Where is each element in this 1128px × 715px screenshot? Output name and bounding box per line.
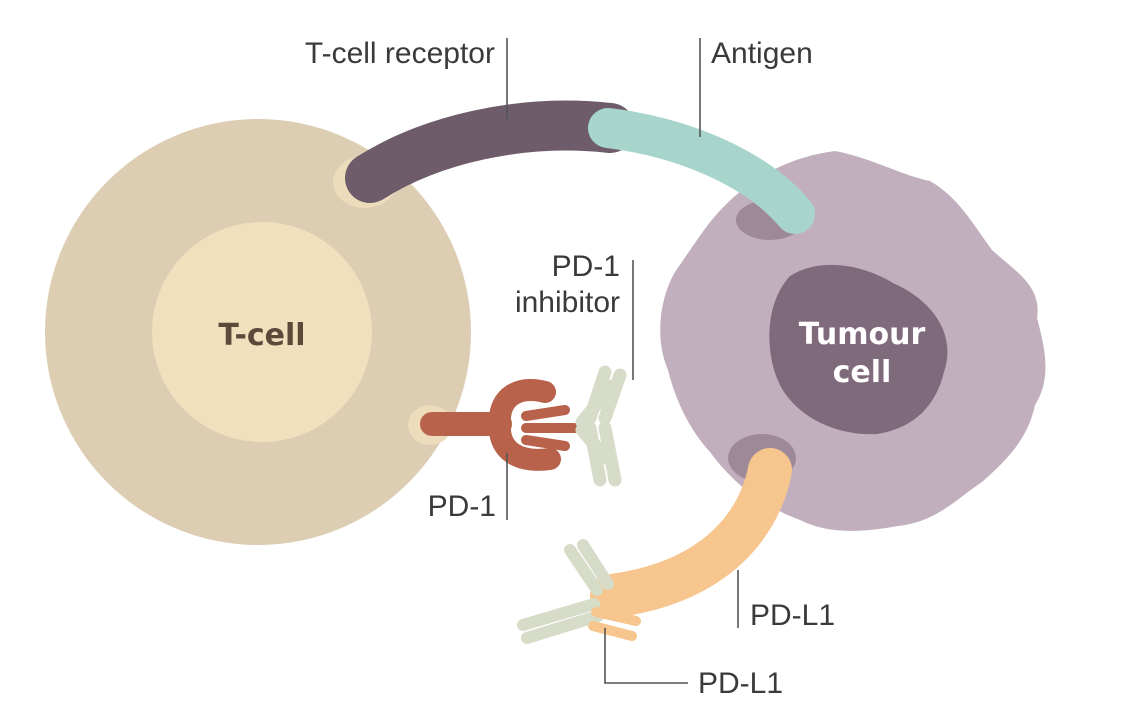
tumour-cell-label-line2: cell: [833, 355, 892, 390]
pdl1-protein: [590, 448, 792, 618]
pdl1-label: PD-L1: [750, 599, 835, 632]
pdl1-antibody-leader: [604, 628, 688, 684]
pd1-label: PD-1: [428, 490, 496, 523]
tumour-cell-nucleus: [769, 264, 948, 435]
t-cell-nucleus: [152, 222, 372, 442]
pd1-receptor: [420, 378, 580, 471]
tumour-cell: Tumour cell: [660, 151, 1046, 531]
t-cell-label: T-cell: [218, 318, 305, 353]
antigen: [588, 108, 815, 234]
tumour-cell-label-line1: Tumour: [799, 317, 926, 352]
pd1-inhibitor-label-line2: inhibitor: [515, 286, 620, 319]
pd1-inhibitor-label-line1: PD-1: [552, 250, 620, 283]
antigen-label: Antigen: [711, 37, 813, 70]
pdl1-antibody: [517, 539, 641, 644]
pd1-inhibitor-antibody: [575, 365, 627, 487]
t-cell-receptor-label: T-cell receptor: [305, 37, 495, 70]
pdl1-antibody-label: PD-L1: [698, 667, 783, 700]
t-cell-receptor: [345, 100, 635, 203]
